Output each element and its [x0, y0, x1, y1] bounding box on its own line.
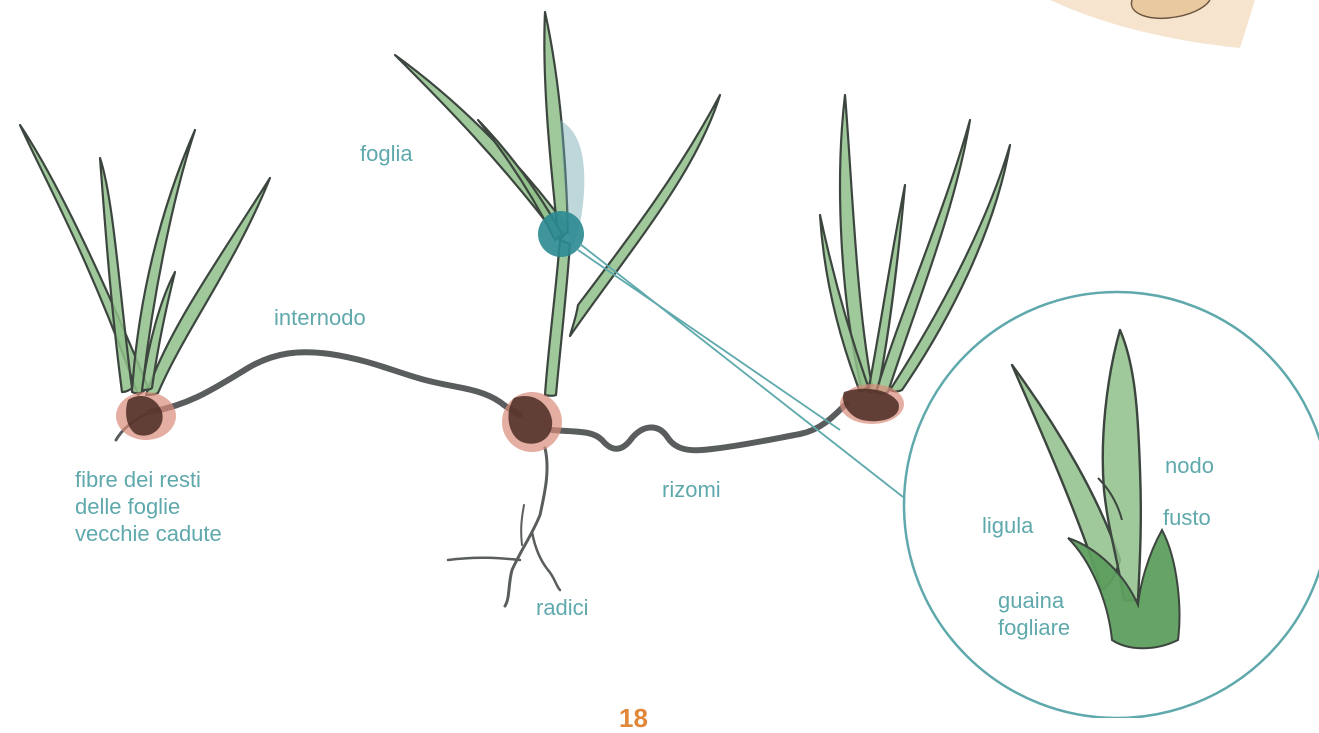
label-rizomi: rizomi: [662, 476, 721, 503]
label-guaina-line-1: guaina: [998, 587, 1070, 614]
label-fibre: fibre dei resti delle foglie vecchie cad…: [75, 466, 222, 547]
internode-rhizome: [150, 352, 520, 415]
grass-plant-diagram: [0, 0, 1319, 718]
label-ligula: ligula: [982, 512, 1033, 539]
label-guaina-line-2: fogliare: [998, 614, 1070, 641]
label-fibre-line-1: fibre dei resti: [75, 466, 222, 493]
label-radici: radici: [536, 594, 589, 621]
page-number: 18: [619, 703, 648, 733]
label-fibre-line-2: delle foglie: [75, 493, 222, 520]
root-branch-c: [521, 505, 524, 545]
corner-decoration: [1050, 0, 1255, 48]
label-internodo: internodo: [274, 304, 366, 331]
rhizome-network: [116, 352, 846, 606]
label-guaina: guaina fogliare: [998, 587, 1070, 641]
root-main: [505, 448, 547, 606]
node-highlight-marker: [538, 211, 584, 257]
label-foglia: foglia: [360, 140, 413, 167]
root-branch-a: [532, 532, 560, 590]
root-branch-b: [448, 558, 520, 560]
rhizome-right: [552, 404, 846, 450]
label-fibre-line-3: vecchie cadute: [75, 520, 222, 547]
plant-left: [20, 125, 270, 440]
label-fusto: fusto: [1163, 504, 1211, 531]
zoom-detail: [904, 292, 1319, 718]
label-nodo: nodo: [1165, 452, 1214, 479]
